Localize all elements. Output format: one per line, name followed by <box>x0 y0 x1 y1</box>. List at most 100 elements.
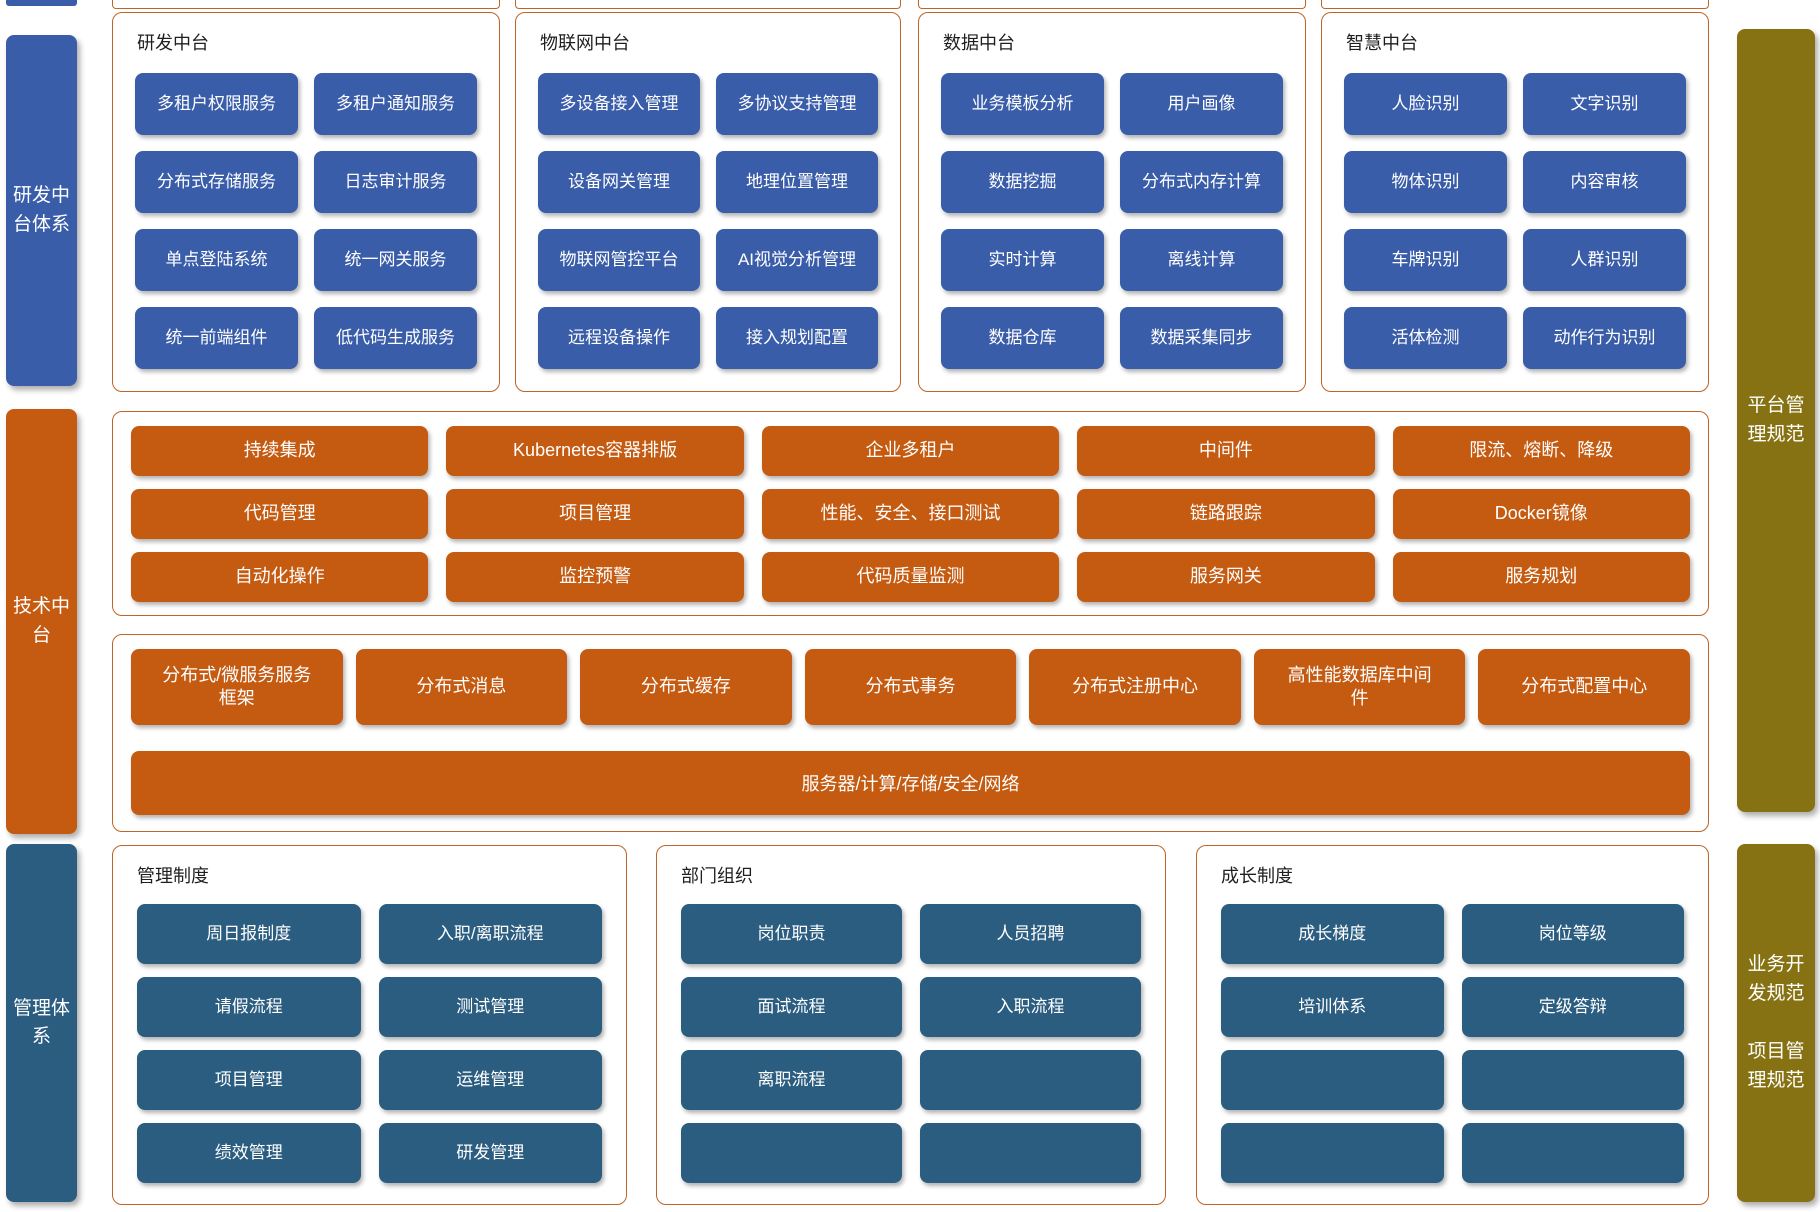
management-button: 人员招聘 <box>920 904 1141 964</box>
tooling-button: 服务规划 <box>1392 552 1690 602</box>
capability-button: 统一前端组件 <box>135 307 298 369</box>
capability-button: 车牌识别 <box>1344 229 1507 291</box>
capability-button: 多设备接入管理 <box>538 73 700 135</box>
base-infrastructure-bar: 服务器/计算/存储/安全/网络 <box>131 751 1690 815</box>
group-box-tech-tooling: 持续集成 Kubernetes容器排版企业多租户中间件限流、熔断、降级代码管理项目… <box>112 411 1709 616</box>
capability-button: 物联网管控平台 <box>538 229 700 291</box>
capability-button: 分布式存储服务 <box>135 151 298 213</box>
capability-button: 多协议支持管理 <box>716 73 878 135</box>
group-box-ai-platform: 智慧中台 人脸识别文字识别物体识别内容审核车牌识别人群识别活体检测动作行为识别 <box>1321 12 1709 392</box>
capability-button: 活体检测 <box>1344 307 1507 369</box>
capability-button: AI视觉分析管理 <box>716 229 878 291</box>
management-button: 研发管理 <box>378 1123 602 1183</box>
management-button <box>1221 1123 1444 1183</box>
tooling-button: 持续集成 <box>131 426 429 476</box>
tooling-button: 服务网关 <box>1077 552 1375 602</box>
group-title: 成长制度 <box>1221 866 1293 886</box>
tooling-button: 代码质量监测 <box>761 552 1060 602</box>
group-box-data-platform: 数据中台 业务模板分析用户画像数据挖掘分布式内存计算实时计算离线计算数据仓库数据… <box>918 12 1306 392</box>
management-button: 定级答辩 <box>1461 977 1684 1037</box>
group-box-management-rules: 管理制度 周日报制度入职/离职流程请假流程测试管理项目管理运维管理绩效管理研发管… <box>112 845 627 1205</box>
group-title: 物联网中台 <box>540 33 630 53</box>
management-button <box>1461 1050 1684 1110</box>
group-box-infrastructure: 分布式/微服务服务框架分布式消息分布式缓存分布式事务分布式注册中心高性能数据库中… <box>112 634 1709 832</box>
capability-button: 数据仓库 <box>941 307 1104 369</box>
tooling-button: 监控预警 <box>446 552 744 602</box>
capability-button: 多租户通知服务 <box>314 73 477 135</box>
cropped-box-top-edge <box>6 0 77 6</box>
tooling-button: 项目管理 <box>446 489 744 539</box>
group-box-department-org: 部门组织 岗位职责人员招聘面试流程入职流程离职流程 <box>656 845 1166 1205</box>
management-button: 岗位职责 <box>681 904 902 964</box>
management-button: 周日报制度 <box>137 904 361 964</box>
management-button: 岗位等级 <box>1461 904 1684 964</box>
capability-button: 物体识别 <box>1344 151 1507 213</box>
cropped-box-top-edge <box>1321 0 1709 9</box>
infrastructure-button: 分布式注册中心 <box>1029 649 1241 725</box>
capability-button: 内容审核 <box>1523 151 1686 213</box>
capability-button: 远程设备操作 <box>538 307 700 369</box>
right-rail-dev-project-spec: 业务开发规范项目管理规范 <box>1737 844 1815 1202</box>
management-button: 入职流程 <box>920 977 1141 1037</box>
management-button <box>1221 1050 1444 1110</box>
management-button: 培训体系 <box>1221 977 1444 1037</box>
capability-button: 分布式内存计算 <box>1120 151 1283 213</box>
capability-button: 动作行为识别 <box>1523 307 1686 369</box>
capability-button: 数据采集同步 <box>1120 307 1283 369</box>
tooling-button: Docker镜像 <box>1392 489 1690 539</box>
management-button: 测试管理 <box>378 977 602 1037</box>
capability-button: 离线计算 <box>1120 229 1283 291</box>
tooling-button: 中间件 <box>1077 426 1375 476</box>
tooling-button: 限流、熔断、降级 <box>1392 426 1690 476</box>
infrastructure-button: 分布式事务 <box>804 649 1017 725</box>
group-title: 研发中台 <box>137 33 209 53</box>
cropped-box-top-edge <box>515 0 901 9</box>
capability-button: 地理位置管理 <box>716 151 878 213</box>
management-button: 入职/离职流程 <box>378 904 602 964</box>
tooling-button: 性能、安全、接口测试 <box>761 489 1060 539</box>
management-button <box>681 1123 902 1183</box>
management-button <box>920 1050 1141 1110</box>
group-box-growth-rules: 成长制度 成长梯度岗位等级培训体系定级答辩 <box>1196 845 1709 1205</box>
right-rail-platform-management-spec: 平台管理规范 <box>1737 29 1815 812</box>
infrastructure-button: 高性能数据库中间件 <box>1253 649 1466 725</box>
group-title: 部门组织 <box>681 866 753 886</box>
capability-button: 接入规划配置 <box>716 307 878 369</box>
capability-button: 人脸识别 <box>1344 73 1507 135</box>
capability-button: 用户画像 <box>1120 73 1283 135</box>
group-box-rnd-platform: 研发中台 多租户权限服务多租户通知服务分布式存储服务日志审计服务单点登陆系统统一… <box>112 12 500 392</box>
capability-button: 数据挖掘 <box>941 151 1104 213</box>
capability-button: 业务模板分析 <box>941 73 1104 135</box>
management-button: 离职流程 <box>681 1050 902 1110</box>
capability-button: 人群识别 <box>1523 229 1686 291</box>
tooling-button: 代码管理 <box>131 489 429 539</box>
management-button: 运维管理 <box>378 1050 602 1110</box>
group-box-iot-platform: 物联网中台 多设备接入管理多协议支持管理设备网关管理地理位置管理物联网管控平台 A… <box>515 12 901 392</box>
capability-button: 单点登陆系统 <box>135 229 298 291</box>
tooling-button: Kubernetes容器排版 <box>446 426 744 476</box>
management-button: 成长梯度 <box>1221 904 1444 964</box>
tooling-button: 企业多租户 <box>761 426 1060 476</box>
capability-button: 统一网关服务 <box>314 229 477 291</box>
management-button: 绩效管理 <box>137 1123 361 1183</box>
tooling-button: 自动化操作 <box>131 552 429 602</box>
group-title: 数据中台 <box>943 33 1015 53</box>
capability-button: 文字识别 <box>1523 73 1686 135</box>
left-rail-tech-platform: 技术中台 <box>6 409 77 834</box>
infrastructure-button: 分布式/微服务服务框架 <box>131 649 343 725</box>
group-title: 管理制度 <box>137 866 209 886</box>
rail-label: 业务开发规范 <box>1747 954 1805 1004</box>
capability-button: 日志审计服务 <box>314 151 477 213</box>
capability-button: 多租户权限服务 <box>135 73 298 135</box>
rail-label: 项目管理规范 <box>1747 1041 1805 1091</box>
management-button: 项目管理 <box>137 1050 361 1110</box>
management-button <box>1461 1123 1684 1183</box>
infrastructure-button: 分布式消息 <box>355 649 568 725</box>
management-button: 面试流程 <box>681 977 902 1037</box>
cropped-box-top-edge <box>918 0 1306 9</box>
left-rail-management-system: 管理体系 <box>6 844 77 1202</box>
left-rail-rnd-platform-system: 研发中台体系 <box>6 35 77 386</box>
infrastructure-button: 分布式缓存 <box>580 649 792 725</box>
capability-button: 设备网关管理 <box>538 151 700 213</box>
group-title: 智慧中台 <box>1346 33 1418 53</box>
